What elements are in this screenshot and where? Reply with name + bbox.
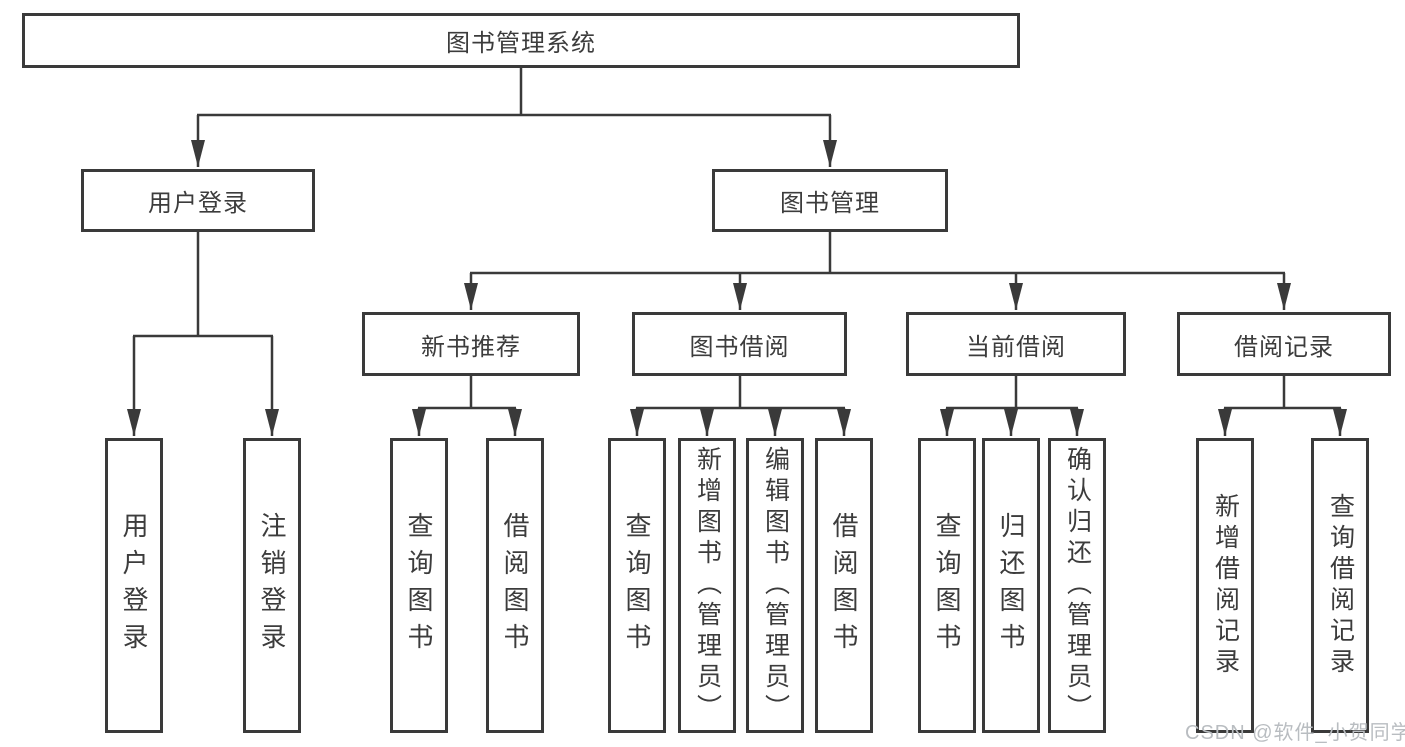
node-library-management-system: 图书管理系统 xyxy=(22,13,1020,68)
csdn-watermark: CSDN @软件_小贺同学 xyxy=(1185,722,1405,744)
node-new-book-recommendation: 新书推荐 xyxy=(362,312,580,376)
leaf-add-borrow-record: 新增借阅记录 xyxy=(1196,438,1254,733)
leaf-borrow-books-recommendation: 借阅图书 xyxy=(486,438,544,733)
leaf-user-login: 用户登录 xyxy=(105,438,163,733)
leaf-confirm-return-admin: 确认归还（管理员） xyxy=(1048,438,1106,733)
leaf-label: 注销登录 xyxy=(257,511,287,660)
node-book-borrowing: 图书借阅 xyxy=(632,312,847,376)
leaf-label: 借阅图书 xyxy=(829,511,859,660)
leaf-label: 编辑图书（管理员） xyxy=(761,446,790,725)
node-book-management: 图书管理 xyxy=(712,169,948,232)
leaf-label: 查询图书 xyxy=(622,511,652,660)
leaf-label: 归还图书 xyxy=(996,511,1026,660)
leaf-borrow-books: 借阅图书 xyxy=(815,438,873,733)
node-borrowing-records: 借阅记录 xyxy=(1177,312,1391,376)
leaf-label: 新增借阅记录 xyxy=(1211,492,1240,679)
leaf-label: 用户登录 xyxy=(119,511,149,660)
leaf-query-books-current: 查询图书 xyxy=(918,438,976,733)
leaf-query-books-borrowing: 查询图书 xyxy=(608,438,666,733)
node-user-login: 用户登录 xyxy=(81,169,315,232)
leaf-query-books-recommendation: 查询图书 xyxy=(390,438,448,733)
leaf-label: 查询图书 xyxy=(404,511,434,660)
leaf-query-borrow-record: 查询借阅记录 xyxy=(1311,438,1369,733)
leaf-label: 新增图书（管理员） xyxy=(693,446,722,725)
leaf-logout: 注销登录 xyxy=(243,438,301,733)
leaf-edit-books-admin: 编辑图书（管理员） xyxy=(746,438,804,733)
leaf-label: 确认归还（管理员） xyxy=(1063,446,1092,725)
leaf-label: 查询借阅记录 xyxy=(1326,492,1355,679)
leaf-add-books-admin: 新增图书（管理员） xyxy=(678,438,736,733)
leaf-return-books: 归还图书 xyxy=(982,438,1040,733)
leaf-label: 借阅图书 xyxy=(500,511,530,660)
leaf-label: 查询图书 xyxy=(932,511,962,660)
node-current-borrowing: 当前借阅 xyxy=(906,312,1126,376)
